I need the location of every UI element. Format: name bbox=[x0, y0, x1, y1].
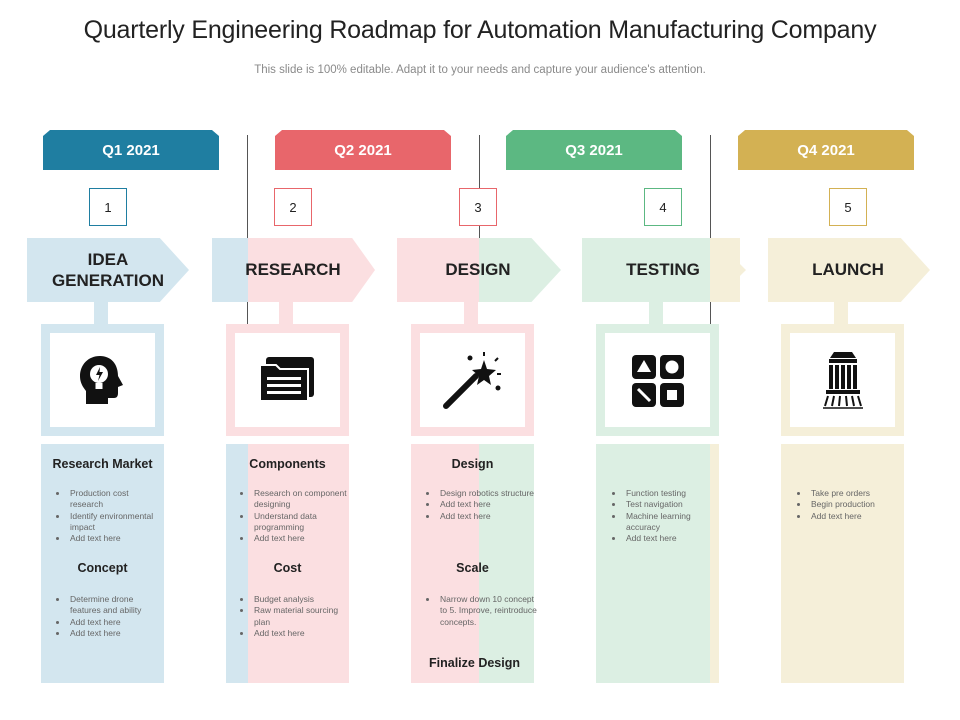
bullet-list: Production cost research Identify enviro… bbox=[50, 488, 164, 544]
bullet-item: Production cost research bbox=[68, 488, 164, 511]
section-heading: Research Market bbox=[52, 457, 153, 471]
bullet-list: Function testing Test navigation Machine… bbox=[606, 488, 720, 544]
detail-column-2-tail bbox=[226, 444, 248, 683]
bullet-item: Machine learning accuracy bbox=[624, 511, 720, 534]
stage-name-launch: LAUNCH bbox=[767, 238, 929, 302]
detail-column-3-tail bbox=[479, 444, 534, 683]
bullet-item: Take pre orders bbox=[809, 488, 909, 499]
bullet-item: Add text here bbox=[68, 617, 164, 628]
page-subtitle: This slide is 100% editable. Adapt it to… bbox=[254, 64, 706, 76]
stage-arrow-testing bbox=[582, 238, 710, 302]
bullet-item: Test navigation bbox=[624, 499, 720, 510]
bullet-item: Add text here bbox=[438, 499, 536, 510]
detail-column-1 bbox=[41, 444, 164, 683]
stage-name-testing: TESTING bbox=[582, 238, 744, 302]
bullet-item: Add text here bbox=[809, 511, 909, 522]
bullet-item: Function testing bbox=[624, 488, 720, 499]
stage-arrow-launch bbox=[768, 238, 930, 302]
connector bbox=[94, 302, 108, 324]
quarter-label: Q2 2021 bbox=[334, 141, 392, 159]
stage-arrow-design bbox=[397, 238, 479, 302]
bullet-item: Begin production bbox=[809, 499, 909, 510]
bullet-item: Research on component designing bbox=[252, 488, 352, 511]
icon-frame-4 bbox=[596, 324, 719, 436]
detail-column-5 bbox=[781, 444, 904, 683]
quarter-label: Q4 2021 bbox=[797, 141, 855, 159]
quarter-tab-q1: Q1 2021 bbox=[43, 130, 219, 170]
detail-column-2 bbox=[248, 444, 349, 683]
stage-number-text: 5 bbox=[844, 199, 852, 215]
stage-name-text: RESEARCH bbox=[245, 260, 341, 280]
quarter-tab-q4: Q4 2021 bbox=[738, 130, 914, 170]
bullet-item: Add text here bbox=[624, 533, 720, 544]
connector bbox=[834, 302, 848, 324]
bullet-item: Identify environmental impact bbox=[68, 511, 164, 534]
bullet-list: Design robotics structure Add text here … bbox=[420, 488, 536, 522]
section-heading: Concept bbox=[77, 561, 128, 575]
connector bbox=[279, 302, 293, 324]
stage-number-2: 2 bbox=[274, 188, 312, 226]
stage-name-text: IDEA GENERATION bbox=[51, 249, 165, 290]
stage-name-text: LAUNCH bbox=[812, 260, 884, 280]
stage-number-text: 2 bbox=[289, 199, 297, 215]
connector bbox=[464, 302, 478, 324]
stage-name-text: DESIGN bbox=[445, 260, 511, 280]
section-heading: Cost bbox=[273, 561, 302, 575]
quarter-tab-q3: Q3 2021 bbox=[506, 130, 682, 170]
bullet-list: Take pre orders Begin production Add tex… bbox=[791, 488, 909, 522]
bullet-item: Narrow down 10 concept to 5. Improve, re… bbox=[438, 594, 538, 628]
detail-column-4-tail bbox=[710, 444, 719, 683]
section-heading: Finalize Design bbox=[429, 656, 520, 670]
bullet-list: Budget analysis Raw material sourcing pl… bbox=[234, 594, 352, 639]
bullet-item: Add text here bbox=[68, 628, 164, 639]
bullet-list: Research on component designing Understa… bbox=[234, 488, 352, 544]
bullet-item: Understand data programming bbox=[252, 511, 352, 534]
stage-name-research: RESEARCH bbox=[212, 238, 374, 302]
bullet-item: Add text here bbox=[438, 511, 536, 522]
connector bbox=[649, 302, 663, 324]
stage-arrow-research bbox=[248, 238, 375, 302]
stage-name-idea-generation: IDEA GENERATION bbox=[27, 238, 189, 302]
stage-number-text: 3 bbox=[474, 199, 482, 215]
bullet-item: Add text here bbox=[68, 533, 164, 544]
magic-wand-icon bbox=[443, 352, 501, 409]
folder-icon bbox=[259, 357, 314, 402]
bullet-item: Budget analysis bbox=[252, 594, 352, 605]
quarter-label: Q1 2021 bbox=[102, 141, 160, 159]
stage-number-text: 4 bbox=[659, 199, 667, 215]
bullet-item: Determine drone features and ability bbox=[68, 594, 164, 617]
stage-number-text: 1 bbox=[104, 199, 112, 215]
section-heading: Design bbox=[451, 457, 494, 471]
head-lightbulb-icon bbox=[80, 356, 123, 404]
stage-number-3: 3 bbox=[459, 188, 497, 226]
bullet-item: Raw material sourcing plan bbox=[252, 605, 352, 628]
bullet-item: Add text here bbox=[252, 533, 352, 544]
shapes-grid-icon bbox=[632, 355, 684, 407]
quarter-tab-q2: Q2 2021 bbox=[275, 130, 451, 170]
stage-band bbox=[212, 238, 248, 302]
bullet-item: Design robotics structure bbox=[438, 488, 536, 499]
section-heading: Components bbox=[249, 457, 326, 471]
quarter-label: Q3 2021 bbox=[565, 141, 623, 159]
bullet-item: Add text here bbox=[252, 628, 352, 639]
stage-number-4: 4 bbox=[644, 188, 682, 226]
stage-number-1: 1 bbox=[89, 188, 127, 226]
stage-name-text: TESTING bbox=[626, 260, 700, 280]
stage-name-design: DESIGN bbox=[397, 238, 559, 302]
quarter-divider bbox=[710, 135, 711, 335]
robot-hand-icon bbox=[823, 352, 863, 409]
stage-number-5: 5 bbox=[829, 188, 867, 226]
page-title: Quarterly Engineering Roadmap for Automa… bbox=[83, 16, 877, 44]
detail-column-3 bbox=[411, 444, 479, 683]
section-heading: Scale bbox=[456, 561, 489, 575]
detail-column-4 bbox=[596, 444, 710, 683]
bullet-list: Determine drone features and ability Add… bbox=[50, 594, 164, 639]
stage-arrow-idea-generation bbox=[27, 238, 189, 302]
bullet-list: Narrow down 10 concept to 5. Improve, re… bbox=[420, 594, 538, 628]
